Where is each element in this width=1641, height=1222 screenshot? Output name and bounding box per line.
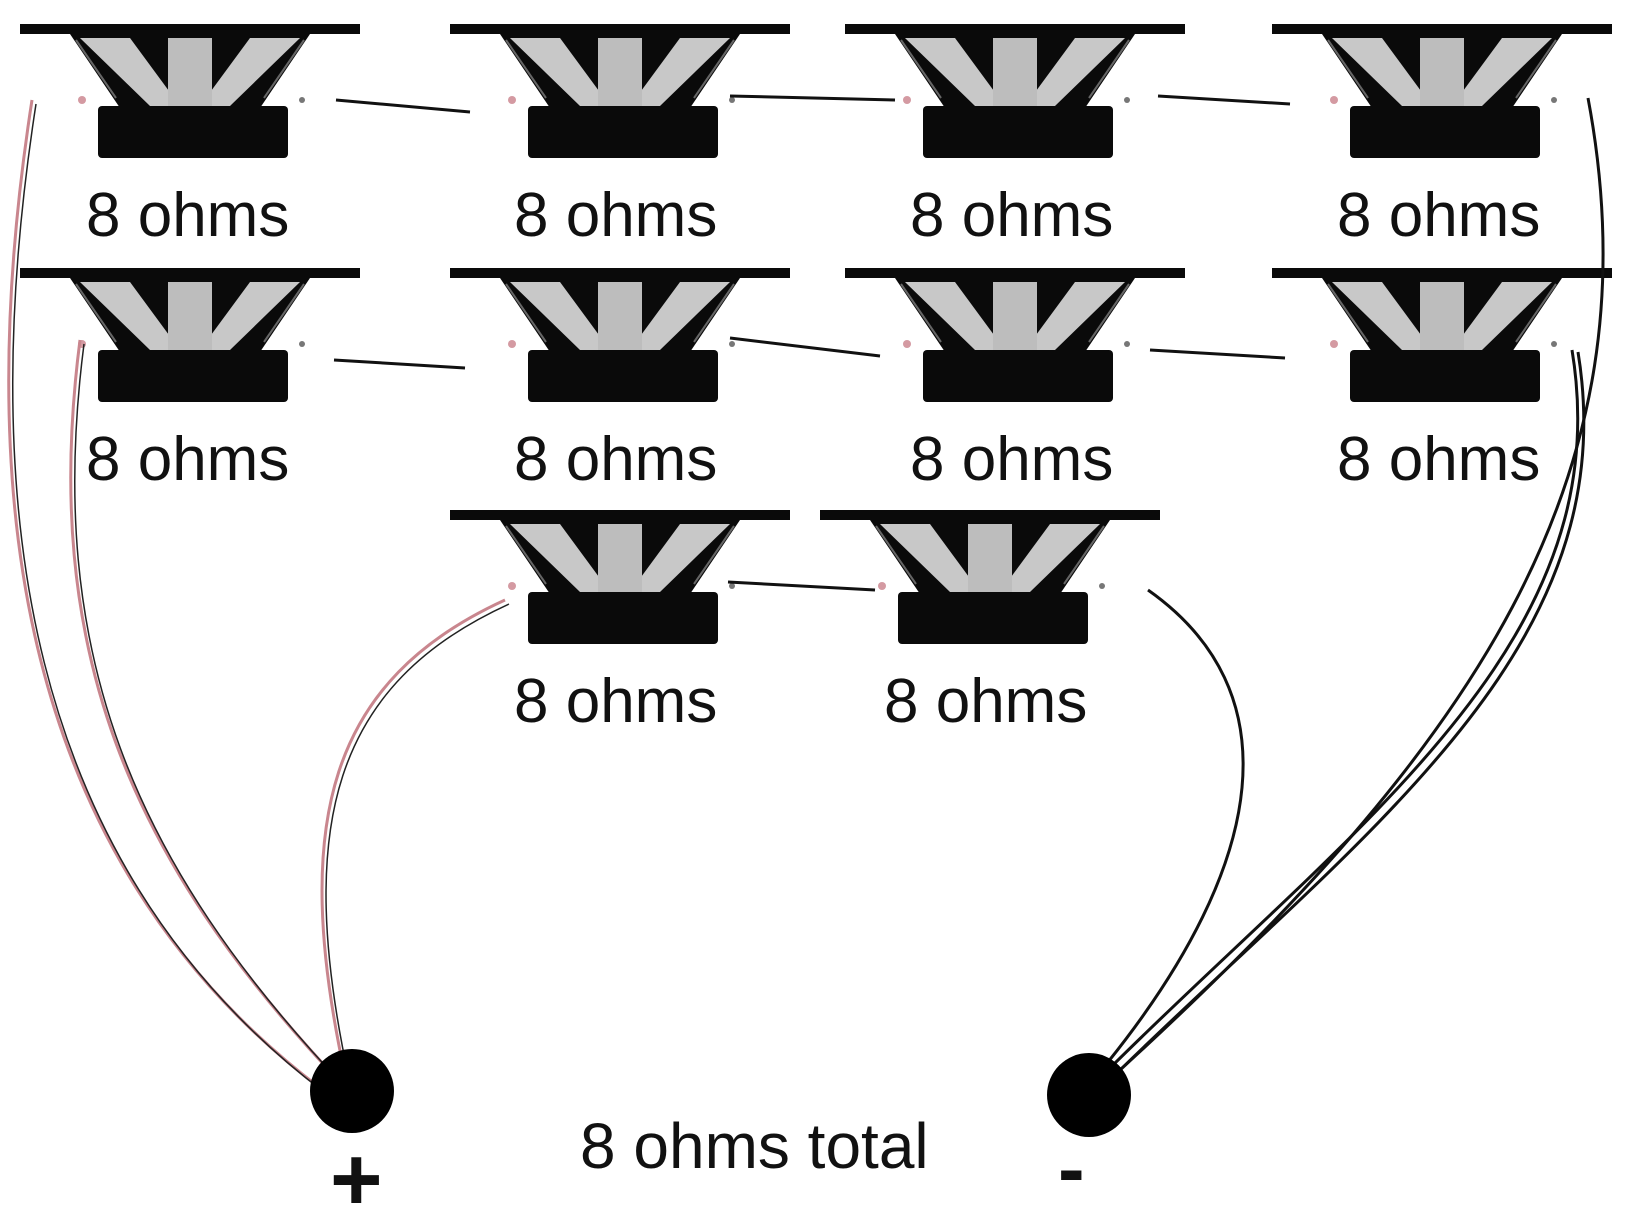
speaker-9 [449,509,791,645]
speaker-8-label: 8 ohms [1337,425,1540,494]
speaker-6 [449,267,791,403]
speaker-8 [1271,267,1613,403]
total-impedance-label: 8 ohms total [580,1110,929,1182]
speaker-2 [449,23,791,159]
negative-symbol: - [1058,1124,1085,1213]
speaker-2-label: 8 ohms [514,181,717,250]
speaker-7-label: 8 ohms [910,425,1113,494]
negative-wires [1106,97,1605,1074]
speaker-5-label: 8 ohms [86,425,289,494]
speaker-3 [844,23,1186,159]
speaker-3-label: 8 ohms [910,181,1113,250]
speaker-10 [819,509,1161,645]
speaker-9-label: 8 ohms [514,667,717,736]
speaker-4 [1271,23,1613,159]
speaker-6-label: 8 ohms [514,425,717,494]
speaker-4-label: 8 ohms [1337,181,1540,250]
positive-wires [7,99,510,1093]
negative-terminal [1047,1053,1131,1137]
positive-terminal [310,1049,394,1133]
positive-symbol: + [330,1130,383,1222]
speaker-1 [19,23,361,159]
series-links [333,94,1291,592]
speaker-1-label: 8 ohms [86,181,289,250]
speaker-7 [844,267,1186,403]
speaker-10-label: 8 ohms [884,667,1087,736]
speaker-5 [19,267,361,403]
